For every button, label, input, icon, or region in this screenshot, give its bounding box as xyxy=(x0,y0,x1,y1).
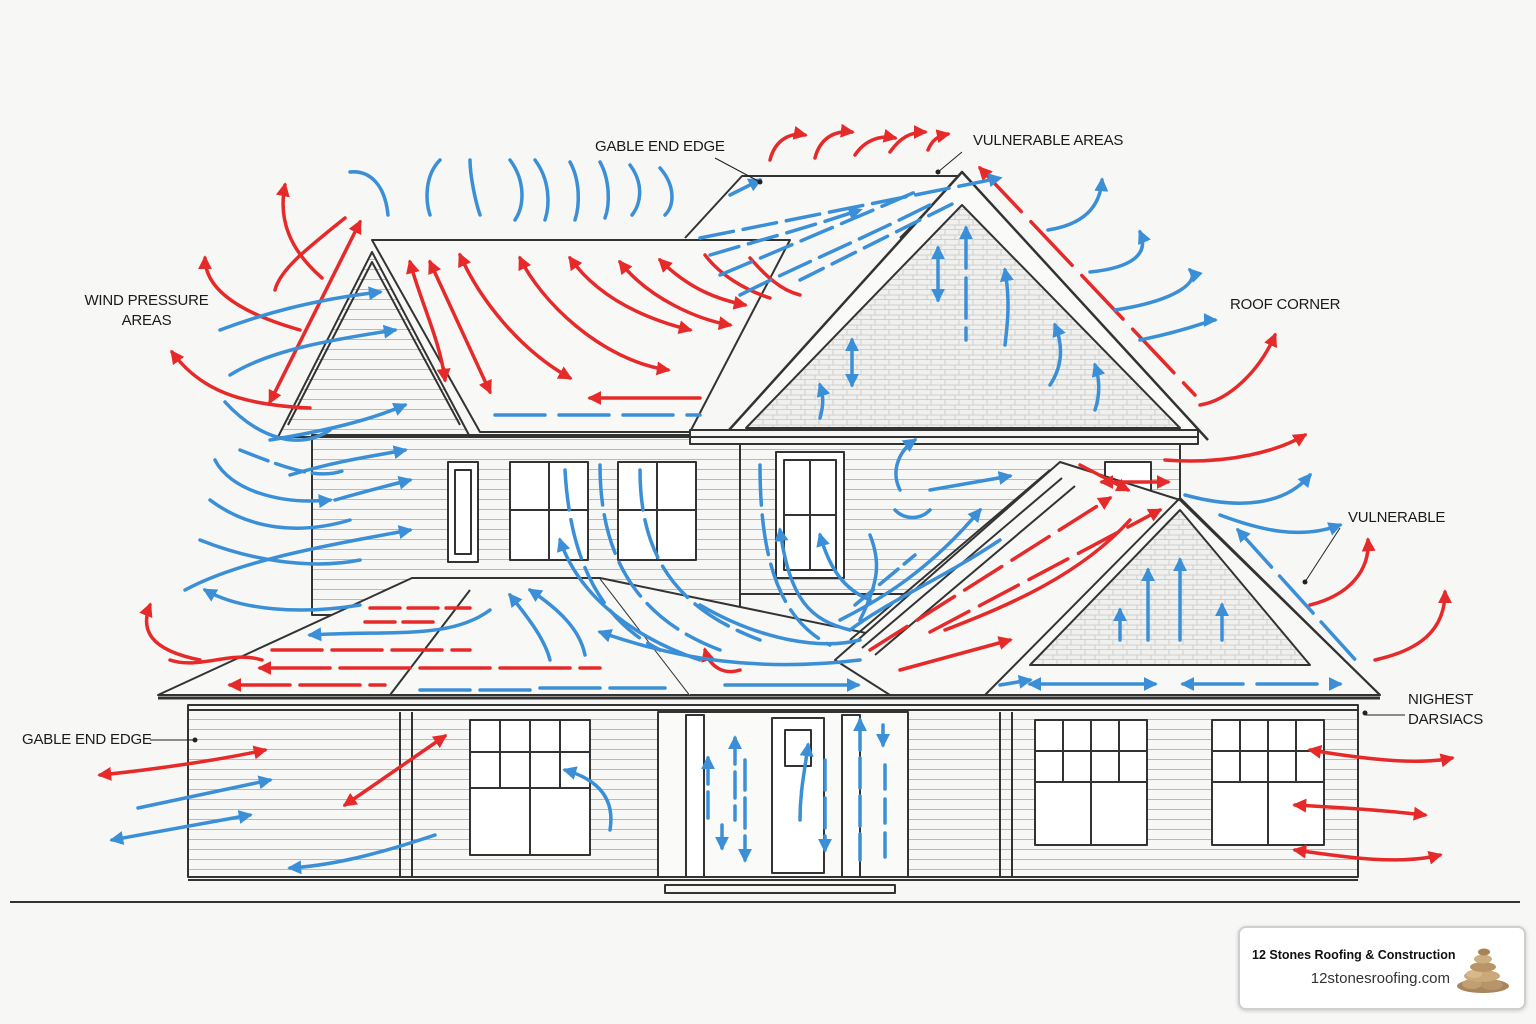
company-name: 12 Stones Roofing & Construction xyxy=(1252,948,1456,962)
right-lower-gable xyxy=(1029,509,1311,666)
label-highest: NIGHEST DARSIACS xyxy=(1408,690,1483,730)
label-roof-corner: ROOF CORNER xyxy=(1230,296,1341,313)
company-url[interactable]: 12stonesroofing.com xyxy=(1310,970,1450,987)
label-gable-end-edge-top: GABLE END EDGE xyxy=(595,138,725,155)
company-badge[interactable]: 12 Stones Roofing & Construction 12stone… xyxy=(1238,926,1526,1010)
lower-windows xyxy=(469,719,1325,856)
label-wind-pressure-areas: WIND PRESSURE AREAS xyxy=(84,291,209,331)
leader-lines xyxy=(150,151,1405,743)
label-highest-line2: DARSIACS xyxy=(1408,711,1484,728)
label-wind-pressure-line2: AREAS xyxy=(121,312,172,329)
stacked-stones-icon xyxy=(1457,948,1509,993)
blue-wind-arrows xyxy=(109,158,1362,875)
label-wind-pressure-line1: WIND PRESSURE xyxy=(84,292,209,309)
label-vulnerable: VULNERABLE xyxy=(1348,509,1446,526)
label-gable-end-edge-left: GABLE END EDGE xyxy=(22,731,152,748)
label-highest-line1: NIGHEST xyxy=(1408,691,1474,708)
house xyxy=(157,170,1381,894)
label-vulnerable-areas: VULNERABLE AREAS xyxy=(973,132,1124,149)
red-wind-arrows xyxy=(97,123,1455,865)
